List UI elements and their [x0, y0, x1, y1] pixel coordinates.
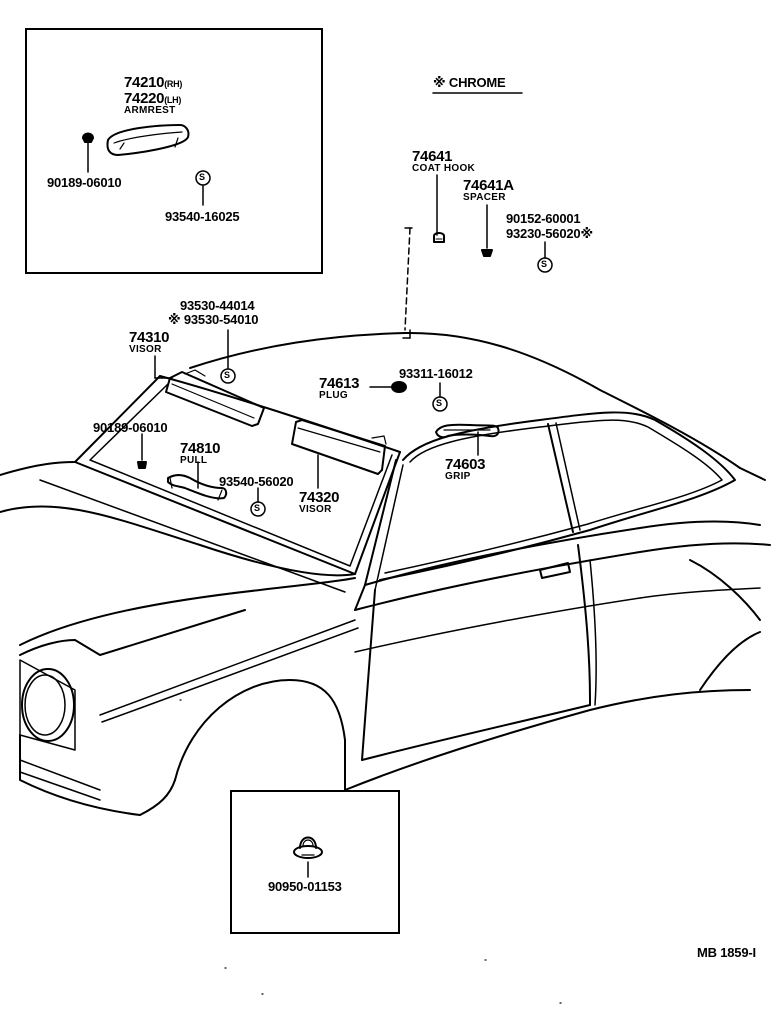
chrome-mark: ※: [433, 75, 446, 90]
visor-right-illustration: [291, 419, 387, 475]
pull-screw-icon: [137, 461, 147, 469]
part-90950: 90950-01153: [268, 879, 342, 894]
clip-illustration: [293, 836, 323, 859]
screw-s-label: S: [254, 503, 261, 513]
part-93530-b: ※ 93530-54010: [168, 312, 259, 327]
part-90189-a: 90189-06010: [47, 175, 122, 190]
armrest-rh-suffix: (RH): [164, 79, 183, 89]
car-body: [0, 331, 771, 816]
screw-s-label: S: [199, 172, 206, 182]
plug-name: PLUG: [319, 390, 348, 401]
armrest-name: ARMREST: [124, 105, 176, 116]
visor-left-number: 74310: [129, 329, 170, 346]
part-93230-num: 93230-56020: [506, 226, 581, 241]
screw-symbol-icon: [195, 170, 553, 517]
visor-left-name: VISOR: [129, 344, 162, 355]
part-93540-56020: 93540-56020: [219, 474, 294, 489]
clip-inset-box: [230, 790, 400, 934]
part-90152: 90152-60001: [506, 211, 581, 226]
visor-left-illustration: [165, 369, 265, 427]
plug-illustration: [391, 381, 407, 393]
armrest-lh-number: 74220(LH): [124, 91, 181, 106]
pull-name: PULL: [180, 455, 208, 466]
grip-illustration: [435, 423, 500, 439]
plug-number: 74613: [319, 375, 360, 392]
screw-s-label: S: [436, 398, 443, 408]
armrest-screw-icon: [82, 132, 94, 143]
visor-right-name: VISOR: [299, 504, 332, 515]
screw-s-label: S: [224, 370, 231, 380]
part-93530-b-chrome-mark: ※: [168, 312, 181, 327]
chrome-legend: ※ CHROME: [433, 75, 506, 90]
part-93530-b-num: 93530-54010: [183, 312, 259, 327]
screw-s-label: S: [541, 259, 548, 269]
armrest-lh-suffix: (LH): [164, 95, 182, 105]
armrest-lh-num: 74220: [124, 90, 165, 107]
print-specks: [179, 699, 562, 1004]
chrome-text: CHROME: [448, 75, 506, 90]
part-93540-16025: 93540-16025: [165, 209, 240, 224]
part-93230-chrome-mark: ※: [580, 226, 593, 241]
pull-number: 74810: [180, 440, 221, 457]
spacer-number: 74641A: [463, 177, 514, 194]
pull-illustration: [167, 474, 228, 501]
leader-lines: [87, 139, 546, 878]
coat-hook-number: 74641: [412, 148, 453, 165]
spacer-illustration: [481, 249, 493, 257]
diagram-reference-code: MB 1859-I: [697, 945, 756, 960]
armrest-rh-num: 74210: [124, 74, 165, 91]
armrest-inset-box: [25, 28, 323, 274]
armrest-rh-number: 74210(RH): [124, 75, 182, 90]
coat-hook-name: COAT HOOK: [412, 163, 476, 174]
part-93311: 93311-16012: [399, 366, 473, 381]
part-93230: 93230-56020※: [506, 227, 593, 240]
coat-hook-illustration: [433, 232, 445, 243]
spacer-name: SPACER: [463, 192, 506, 203]
grip-number: 74603: [445, 456, 486, 473]
armrest-illustration: [106, 124, 190, 156]
part-93530-a: 93530-44014: [180, 298, 255, 313]
grip-name: GRIP: [445, 471, 471, 482]
visor-right-number: 74320: [299, 489, 340, 506]
part-90189-b: 90189-06010: [93, 420, 168, 435]
